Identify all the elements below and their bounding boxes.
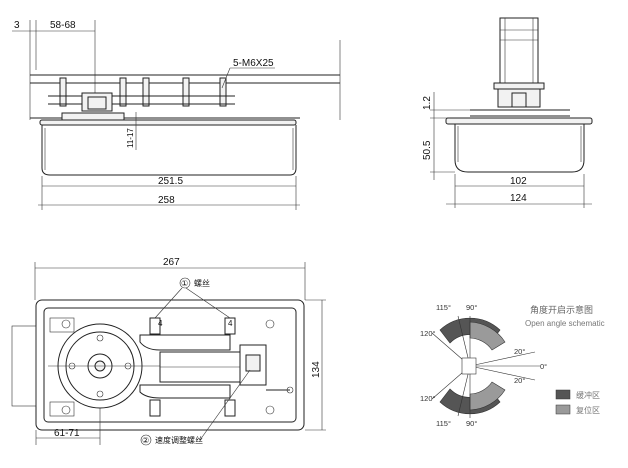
angle-schematic: 角度开启示意图 Open angle schematic 115° 90° 12…: [420, 303, 605, 428]
angle-115-bottom: 115°: [436, 419, 451, 428]
angle-20-right-bottom: 20°: [514, 376, 525, 385]
legend-swatch-buffer: [555, 389, 571, 400]
dim-total-width: 124: [510, 193, 527, 204]
angle-90-top: 90°: [466, 303, 477, 312]
schematic-subtitle: Open angle schematic: [525, 319, 605, 328]
angle-115-top: 115°: [436, 303, 451, 312]
screw-group: [59, 77, 227, 107]
legend-swatch-reset: [555, 404, 571, 415]
dim-width: 134: [311, 361, 322, 378]
label-2-text: 速度调整螺丝: [155, 435, 203, 445]
dim-depth: 11-17: [126, 128, 135, 148]
dim-offset: 3: [14, 20, 20, 31]
dim-inner-width: 102: [510, 176, 527, 187]
legend-label-buffer: 缓冲区: [576, 390, 600, 400]
dim-offset-range: 61-71: [54, 428, 80, 439]
dim-inner-width: 251.5: [158, 176, 183, 187]
screw-mark-right: 4: [228, 319, 233, 328]
screw-label: 5-M6X25: [233, 58, 274, 69]
dim-range: 58-68: [50, 20, 76, 31]
label-1-text: 螺丝: [194, 278, 210, 288]
dim-length: 267: [163, 257, 180, 268]
dim-total-width: 258: [158, 195, 175, 206]
angle-20-right-top: 20°: [514, 347, 525, 356]
dim-gap: 1.2: [422, 96, 433, 110]
legend-label-reset: 复位区: [576, 405, 600, 415]
label-2-number: ②: [142, 436, 149, 445]
schematic-title: 角度开启示意图: [530, 304, 593, 316]
angle-120-bottom: 120°: [420, 394, 436, 403]
label-1-number: ①: [181, 279, 188, 288]
top-left-view: 3 58-68 5-M6X25 11-17: [12, 20, 341, 210]
angle-90-bottom: 90°: [466, 419, 477, 428]
top-right-view: 1.2 50.5 102 124: [422, 17, 593, 208]
angle-0-right: 0°: [540, 362, 547, 371]
bottom-left-view: 267 134: [11, 257, 326, 446]
angle-120-top: 120°: [420, 329, 436, 338]
dim-height: 50.5: [422, 140, 433, 160]
screw-mark-left: 4: [158, 319, 163, 328]
